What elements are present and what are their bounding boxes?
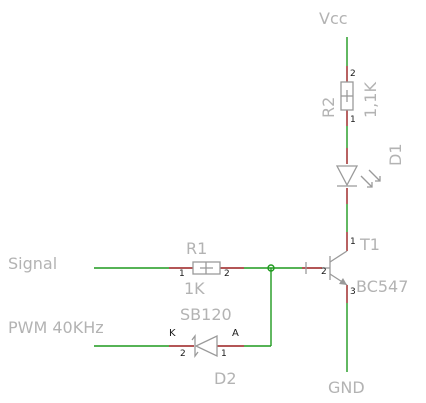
d2-schottky-bar <box>191 334 199 358</box>
r1-ref: R1 <box>186 239 207 258</box>
transistor-t1: 1 2 3 T1 BC547 <box>302 232 408 303</box>
led-d1: D1 <box>335 144 405 204</box>
d2-ref: D2 <box>214 369 237 388</box>
pwm-label: PWM 40KHz <box>8 318 104 337</box>
r2-ref: R2 <box>319 97 338 118</box>
d2-value: SB120 <box>180 305 232 324</box>
d1-triangle <box>335 165 359 187</box>
signal-label: Signal <box>8 254 57 273</box>
r1-pin-left-number: 1 <box>179 269 185 279</box>
d2-anode-label: A <box>232 328 239 339</box>
d2-cathode-label: K <box>169 328 176 339</box>
r1-value: 1K <box>184 279 205 298</box>
resistor-r2: 2 1 R2 1,1K <box>319 66 380 126</box>
d2-triangle <box>194 334 218 358</box>
t1-collector-line <box>329 250 348 263</box>
d1-ref: D1 <box>386 144 405 167</box>
t1-ref: T1 <box>359 235 380 254</box>
t1-pin-b: 2 <box>321 267 327 277</box>
r2-value: 1,1K <box>361 82 380 118</box>
r2-pin-bottom-number: 1 <box>350 115 356 125</box>
resistor-r1: 1 2 R1 1K <box>169 239 244 298</box>
vcc-label: Vcc <box>319 9 348 28</box>
t1-pin-e: 3 <box>350 287 356 297</box>
d1-ray-1 <box>360 175 373 188</box>
t1-value: BC547 <box>356 277 408 296</box>
gnd-label: GND <box>328 378 365 397</box>
r2-pin-top-number: 2 <box>350 69 356 79</box>
d2-pin-right-number: 1 <box>221 349 227 359</box>
d1-ray-2-head <box>375 176 381 182</box>
junction-dot <box>267 264 275 272</box>
r1-pin-right-number: 2 <box>224 269 230 279</box>
d1-ray-2 <box>368 169 381 182</box>
t1-emitter-arrow <box>339 278 347 285</box>
t1-pin-c: 1 <box>350 237 356 247</box>
d1-ray-1-head <box>367 182 373 188</box>
d2-pin-left-number: 2 <box>180 349 186 359</box>
wires <box>94 37 348 372</box>
diode-d2: 2 1 K A SB120 D2 <box>169 305 244 388</box>
